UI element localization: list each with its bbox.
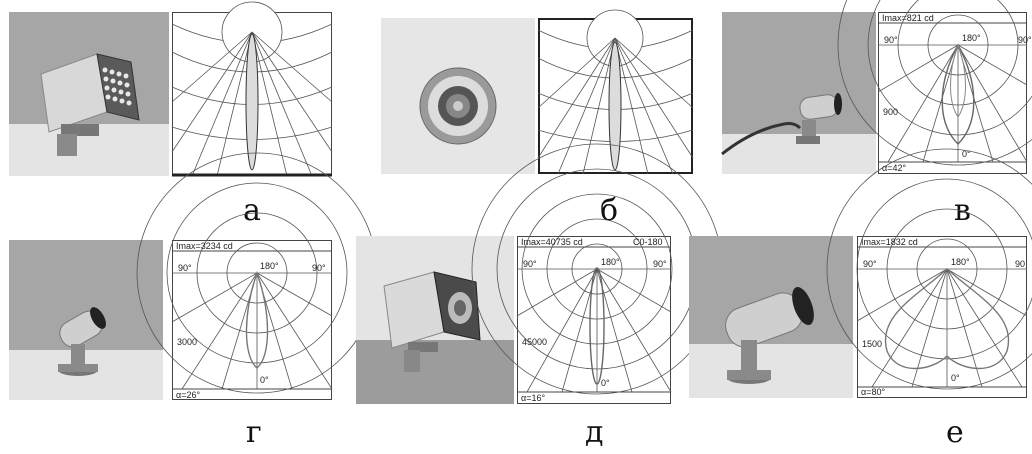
angle-center-label-g: 180° <box>260 261 279 271</box>
angle-left-label-g: 90° <box>178 263 192 273</box>
floodlight-icon <box>40 53 140 156</box>
fixture-photo-v <box>721 12 876 174</box>
light-distribution-diagram-e: Imax=1832 cd 90° 180° 90 1500 0° α=80° <box>826 148 1032 398</box>
imax-label-d: Imax=40735 cd <box>521 237 583 247</box>
zero-label-d: 0° <box>601 378 610 388</box>
light-distribution-diagram-a <box>171 1 333 177</box>
caption-b: б <box>600 193 619 228</box>
caption-a: а <box>243 193 261 228</box>
spotlight-icon <box>725 286 814 384</box>
alpha-label-v: α=42° <box>882 163 907 173</box>
angle-right-label-d: 90° <box>653 259 667 269</box>
light-distribution-diagram-v: Imax=821 cd 90° 180° 90° 900 0° α=42° <box>837 0 1032 174</box>
scale-label-e: 1500 <box>862 339 883 349</box>
polar-diagram-g <box>136 152 378 400</box>
fixture-photo-d <box>356 236 514 404</box>
fixture-photo-e <box>689 236 853 398</box>
angle-center-label-d: 180° <box>601 257 620 267</box>
recessed-spot-icon <box>419 67 497 145</box>
zero-label-e: 0° <box>951 373 960 383</box>
fixture-photo-a <box>9 12 169 176</box>
angle-center-label-e: 180° <box>951 257 970 267</box>
zero-label-v: 0° <box>962 149 971 159</box>
imax-label-e: Imax=1832 cd <box>861 237 918 247</box>
scale-label-d: 45000 <box>522 337 548 347</box>
imax-label-v: Imax=821 cd <box>882 13 934 23</box>
floodlight-icon <box>383 271 481 372</box>
polar-diagram-e <box>826 148 1032 398</box>
light-distribution-diagram-b <box>537 9 694 175</box>
imax-label-g: Imax=3234 cd <box>176 241 233 251</box>
angle-right-label-e: 90 <box>1015 259 1026 269</box>
caption-d: д <box>585 415 604 450</box>
plane-label-d: C0-180 <box>633 237 663 247</box>
caption-v: в <box>954 193 971 228</box>
alpha-label-d: α=16° <box>521 393 546 403</box>
spotlight-icon <box>58 307 106 376</box>
alpha-label-e: α=80° <box>861 387 886 397</box>
caption-e: е <box>946 415 964 450</box>
angle-left-label-v: 90° <box>884 35 898 45</box>
angle-right-label-v: 90° <box>1018 35 1032 45</box>
alpha-label-g: α=26° <box>176 390 201 400</box>
angle-left-label-e: 90° <box>863 259 877 269</box>
scale-label-g: 3000 <box>177 337 198 347</box>
angle-left-label-d: 90° <box>523 259 537 269</box>
narrow-beam-diagram <box>171 1 333 177</box>
fixture-photo-g <box>9 240 163 400</box>
caption-g: г <box>246 415 262 450</box>
angle-center-label-v: 180° <box>962 33 981 43</box>
scale-label-v: 900 <box>883 107 899 117</box>
light-distribution-diagram-d: Imax=40735 cd C0-180 90° 180° 90° 45000 … <box>471 143 723 404</box>
polar-diagram-d <box>471 143 723 404</box>
angle-right-label-g: 90° <box>312 263 326 273</box>
polar-diagram-v <box>837 0 1032 174</box>
light-distribution-diagram-g: Imax=3234 cd 90° 180° 90° 3000 0° α=26° <box>136 152 378 400</box>
spotlight-icon <box>721 93 842 156</box>
narrow-beam-diagram <box>537 9 694 175</box>
zero-label-g: 0° <box>260 375 269 385</box>
fixture-photo-b <box>381 18 535 174</box>
